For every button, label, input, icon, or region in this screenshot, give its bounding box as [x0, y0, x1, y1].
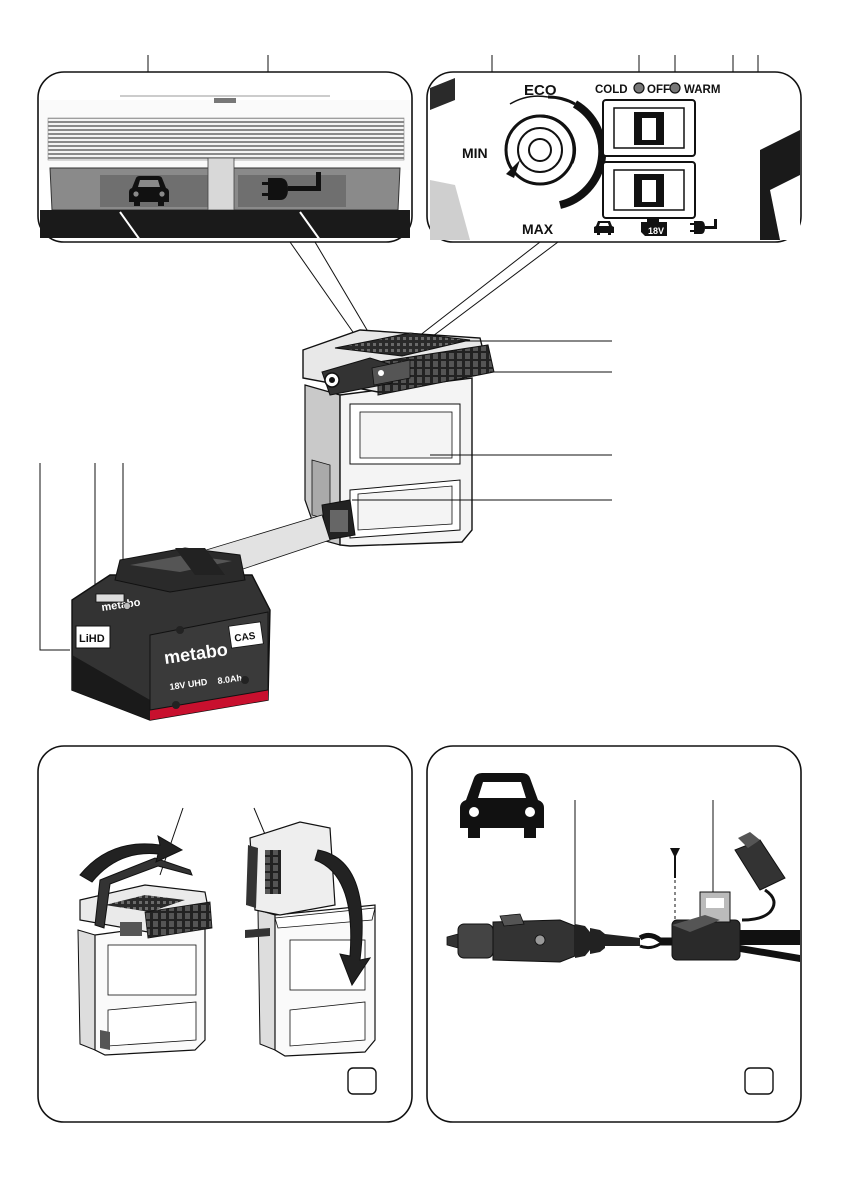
charge-indicator	[96, 594, 124, 602]
mode-switch[interactable]	[603, 100, 695, 156]
lihd-label: LiHD	[79, 633, 105, 645]
power-source-switch[interactable]	[603, 162, 695, 218]
car-icon	[129, 176, 169, 206]
eco-label: ECO	[524, 82, 557, 99]
cold-label: COLD	[595, 84, 628, 96]
coolbox-main	[303, 330, 494, 546]
battery-18v-label: 18V	[648, 226, 664, 236]
lid-opening-panel	[38, 746, 412, 1122]
figure-number-box-left	[348, 1068, 376, 1094]
zoom-panel-connectors	[38, 72, 412, 242]
warm-led-icon	[670, 83, 680, 93]
cold-led-icon	[634, 83, 644, 93]
min-label: MIN	[462, 145, 488, 161]
figure-number-box-right	[745, 1068, 773, 1094]
off-label: OFF	[647, 84, 670, 96]
battery-pack: metabo LiHD metabo CAS 18V UHD 8.0Ah	[40, 463, 270, 720]
car-plug-panel	[427, 746, 801, 1122]
charge-indicator-button[interactable]	[124, 603, 131, 610]
zoom-panel-controls: ECO MIN MAX COLD OFF WARM 18V	[427, 72, 801, 242]
warm-label: WARM	[684, 84, 720, 96]
max-label: MAX	[522, 221, 554, 237]
